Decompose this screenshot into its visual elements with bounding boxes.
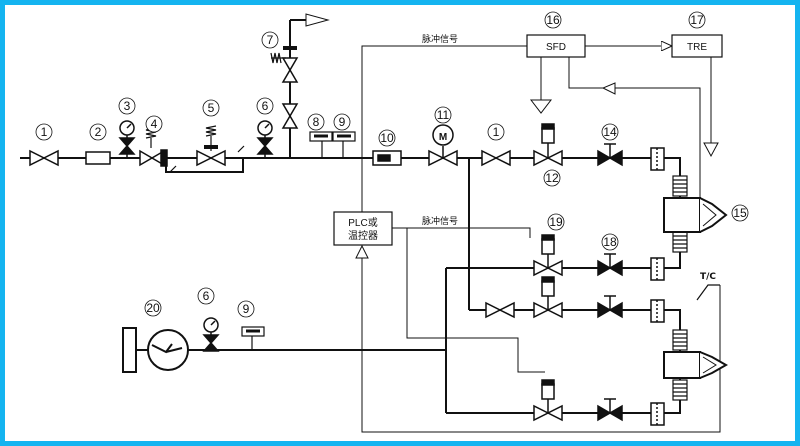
flex-hoses [672, 175, 688, 401]
sfd-label: SFD [546, 42, 566, 53]
valve-branch [485, 301, 515, 319]
pressure-gauges [119, 120, 273, 351]
callout-number-c15: 15 [733, 206, 747, 220]
gate-valves [29, 57, 563, 422]
callout-circle-c17 [688, 11, 706, 29]
callout-number-c7: 7 [267, 33, 274, 47]
valve-1b [481, 149, 511, 167]
tc-label: T/C [700, 272, 716, 282]
tre-box [671, 34, 723, 58]
callout-circle-c4 [145, 115, 163, 133]
valve-5 [196, 149, 226, 167]
callout-number-c1b: 1 [493, 125, 500, 139]
callout-circle-c6b [197, 287, 215, 305]
piping-diagram: M [20, 11, 749, 433]
callout-circle-c2 [89, 123, 107, 141]
callout-circle-c20 [144, 299, 162, 317]
tre-label: TRE [687, 42, 707, 53]
plc-label-line2: 温控器 [348, 229, 378, 242]
callout-circle-c1a [35, 123, 53, 141]
callout-number-c16: 16 [546, 13, 560, 27]
valve-vent-lower [281, 103, 299, 129]
callout-circle-c15 [731, 204, 749, 222]
impulse-lines [169, 145, 245, 173]
callout-number-c8: 8 [313, 115, 320, 129]
filter-2 [85, 151, 111, 165]
control-boxes [333, 34, 723, 246]
callout-number-c6a: 6 [262, 99, 269, 113]
blower-20 [122, 327, 189, 373]
callout-number-c3: 3 [124, 99, 131, 113]
callout-circle-c3 [118, 97, 136, 115]
regulator-4 [139, 149, 168, 167]
callout-number-c10: 10 [380, 131, 394, 145]
burners [663, 197, 729, 379]
callout-circle-c1b [487, 123, 505, 141]
springs [145, 52, 286, 151]
solenoids [541, 123, 555, 413]
sfd-box [526, 34, 586, 58]
callout-number-c11: 11 [437, 108, 450, 122]
callout-circle-c12 [543, 169, 561, 187]
callout-circle-c10 [378, 129, 396, 147]
signal-lines [361, 46, 721, 433]
orifice-blocks [650, 147, 665, 426]
callout-number-c20: 20 [146, 301, 160, 315]
callout-number-c4: 4 [151, 117, 158, 131]
filters [85, 150, 402, 166]
callout-number-c1a: 1 [41, 125, 48, 139]
callout-number-c9a: 9 [339, 115, 346, 129]
callout-number-c19: 19 [549, 215, 563, 229]
callout-circle-c8 [307, 113, 325, 131]
motor-label: M [439, 132, 447, 143]
callout-number-c6b: 6 [203, 289, 210, 303]
arrowheads [305, 13, 719, 259]
callout-number-c18: 18 [603, 235, 617, 249]
pulse-signal-mid: 脉冲信号 [422, 215, 458, 227]
callout-circle-c9a [333, 113, 351, 131]
callout-circle-c19 [547, 213, 565, 231]
callout-circle-c16 [544, 11, 562, 29]
callout-number-c9b: 9 [243, 302, 250, 316]
plc-box [333, 211, 393, 246]
callout-circle-c7 [261, 31, 279, 49]
callout-circle-c14 [601, 123, 619, 141]
valve-7 [281, 57, 299, 83]
callout-circle-c18 [601, 233, 619, 251]
callout-number-c12: 12 [545, 171, 559, 185]
pressure-switches [241, 131, 356, 350]
callout-number-c17: 17 [690, 13, 704, 27]
motor-actuator: M [432, 124, 454, 158]
callout-circle-c5 [202, 99, 220, 117]
callout-circle-c6a [256, 97, 274, 115]
callout-number-c14: 14 [603, 125, 617, 139]
valve7-cap [283, 46, 297, 50]
callout-number-c5: 5 [208, 101, 215, 115]
plc-label-line1: PLC或 [348, 217, 377, 229]
pulse-signal-top: 脉冲信号 [422, 33, 458, 45]
thermocouple [696, 284, 720, 301]
callout-circle-c9b [237, 300, 255, 318]
valve-1a [29, 149, 59, 167]
ball-valves [597, 143, 623, 422]
callout-number-c2: 2 [95, 125, 102, 139]
valve5-cap [204, 145, 218, 149]
callout-circle-c11 [434, 106, 452, 124]
